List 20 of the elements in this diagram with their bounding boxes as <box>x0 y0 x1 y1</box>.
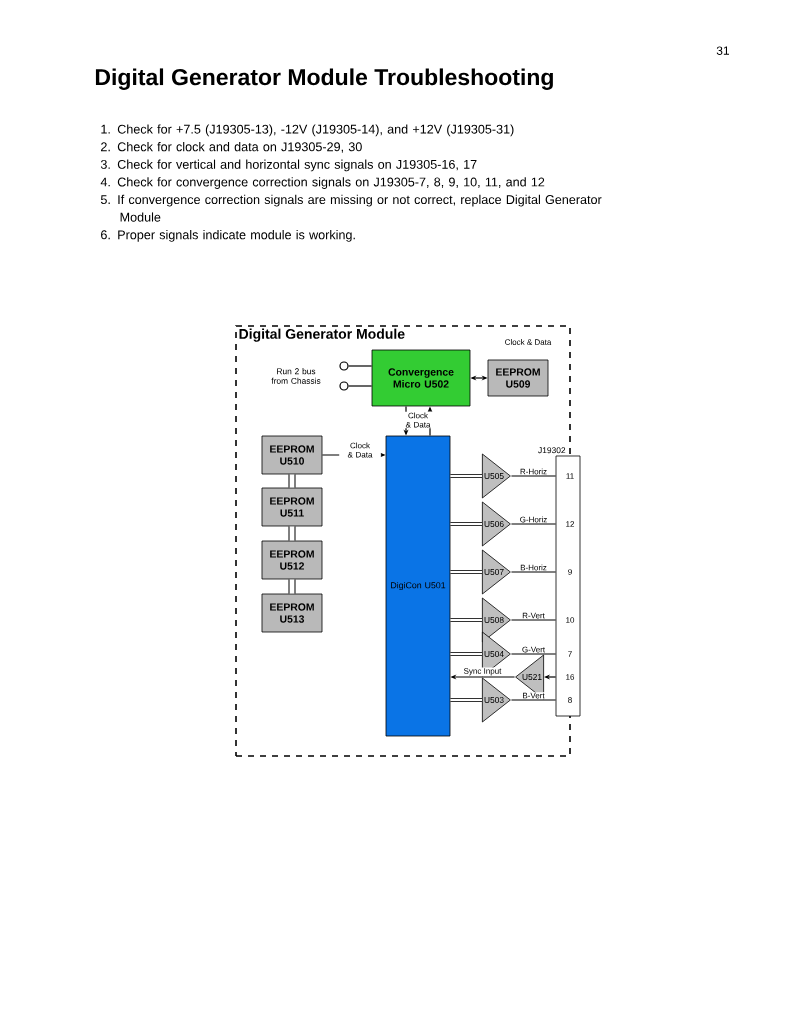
connector-terminal <box>339 361 349 371</box>
connector-terminal <box>339 381 349 391</box>
connector-line <box>510 523 557 525</box>
page-title: Digital Generator Module Troubleshooting <box>95 68 553 90</box>
connector-line <box>450 522 482 526</box>
connector-line <box>510 699 557 701</box>
connector-line <box>450 698 482 702</box>
connector-line <box>450 618 482 622</box>
connector-line <box>450 570 482 574</box>
connector-line <box>348 365 373 367</box>
connector-line <box>288 474 296 488</box>
connector-line <box>510 653 557 655</box>
connector-line <box>348 385 373 387</box>
connector-line <box>510 475 557 477</box>
connector-line <box>450 652 482 656</box>
connector-line <box>510 571 557 573</box>
connector-line <box>288 579 296 594</box>
connector-line <box>288 526 296 541</box>
connector-line <box>510 619 557 621</box>
connector-line <box>450 474 482 478</box>
